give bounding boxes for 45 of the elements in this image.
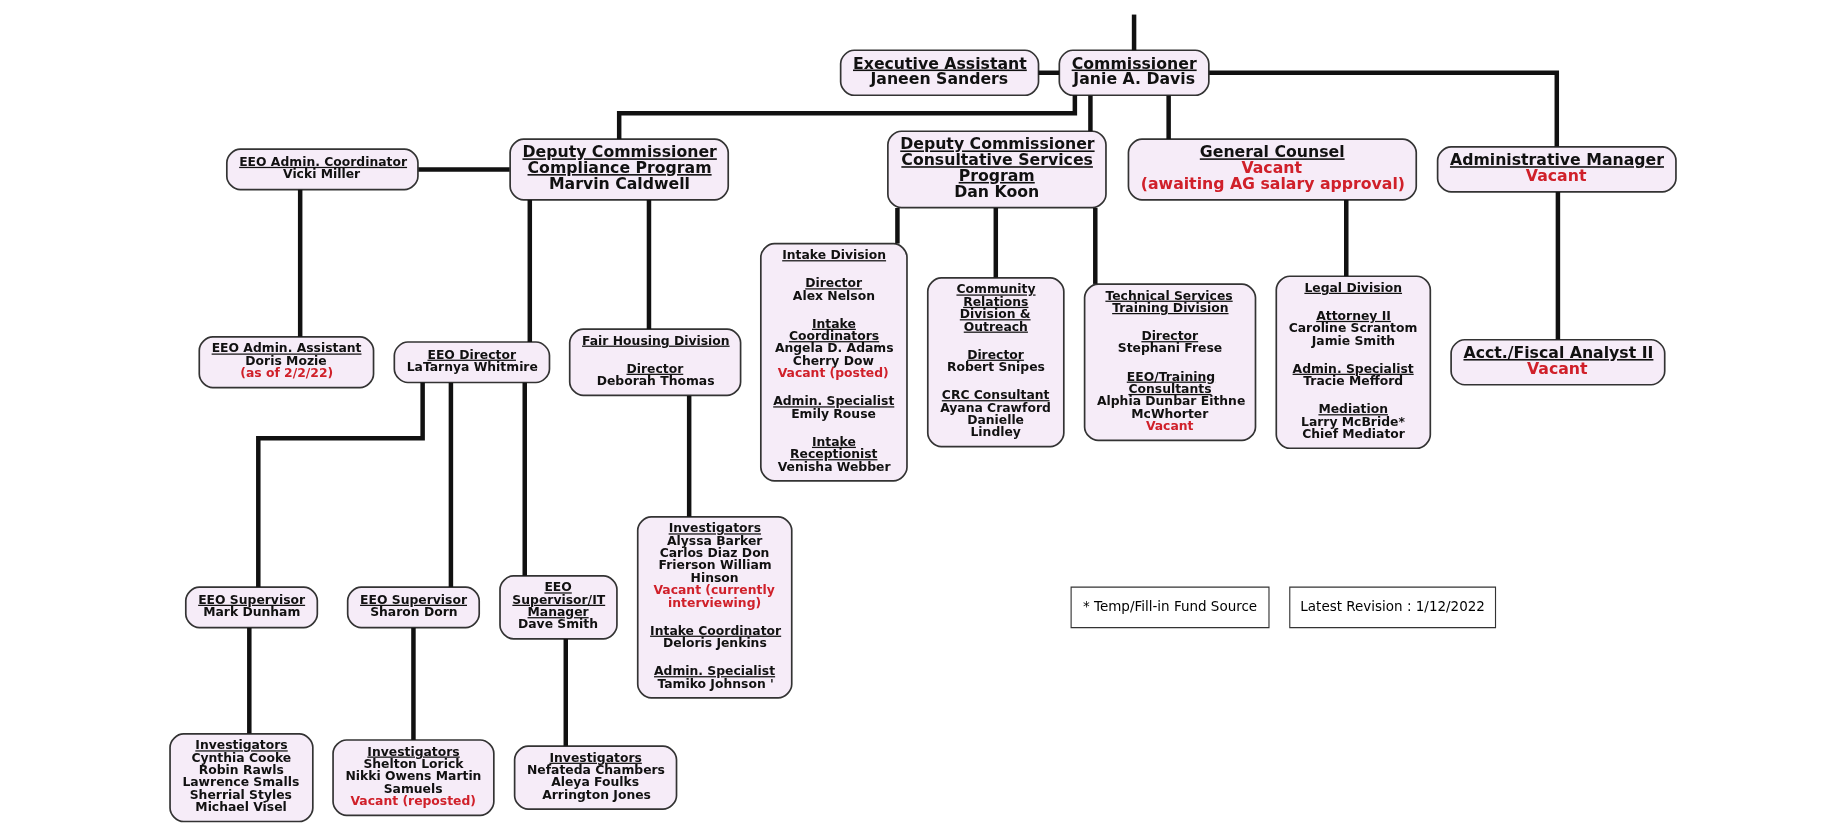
node-box: Deputy Commissioner Compliance Program Marvin Caldwell (508, 137, 729, 201)
connector (297, 189, 302, 337)
node-box: Community Relations Division & Outreach Director Robert Snipes CRC Consultant Ayana Crawford Danielle Lindley (926, 276, 1065, 447)
node-box: Investigators Alyssa Barker Carlos Diaz Don Frierson William Hinson Vacant (currently interviewing) Intake Coordinator Deloris Jenkins Admin. Specialist Tamiko Johnson ' (636, 515, 793, 699)
node-box: EEO Admin. Assistant Doris Mozie (as of 2/2/22) (197, 335, 374, 388)
connector (993, 207, 998, 278)
connector (1165, 95, 1171, 139)
connector (1087, 95, 1093, 131)
node-box: Investigators Cynthia Cooke Robin Rawls Lawrence Smalls Sherrial Styles Michael Visel (168, 732, 314, 822)
connector (255, 382, 425, 587)
node-box: EEO Admin. Coordinator Vicki Miller (225, 147, 419, 191)
connector (417, 166, 510, 172)
connector (246, 627, 252, 733)
label: Latest Revision : 1/12/2022 (1299, 597, 1485, 614)
node-box: Commissioner Janie A. Davis (1057, 48, 1210, 96)
node-box: Executive Assistant Janeen Sanders (839, 48, 1039, 96)
node-box: Administrative Manager Vacant (1436, 145, 1677, 193)
connector (1208, 70, 1559, 147)
connector (1092, 207, 1098, 284)
node-box: Fair Housing Division Director Deborah Thomas (568, 327, 741, 396)
connector (448, 382, 453, 587)
connector (1038, 70, 1059, 75)
connector (1343, 199, 1348, 276)
node-box: EEO Supervisor Mark Dunham (184, 585, 318, 628)
connector (1555, 191, 1560, 340)
connector (410, 627, 416, 740)
connector (686, 395, 691, 517)
node-box: General Counsel Vacant (awaiting AG salary approval) (1127, 137, 1417, 201)
node-box: Deputy Commissioner Consultative Services Program Dan Koon (886, 129, 1107, 208)
node-box: Investigators Nefateda Chambers Aleya Foulks Arrington Jones (513, 744, 677, 810)
connector (527, 199, 532, 342)
connector (646, 199, 651, 329)
label: * Temp/Fill-in Fund Source (1082, 597, 1257, 614)
connector (563, 638, 568, 746)
connector (894, 207, 900, 244)
node-box: Legal Division Attorney II Caroline Scrantom Jamie Smith Admin. Specialist Tracie Mefford Mediation Larry McBride* Chief Mediator (1274, 274, 1431, 449)
node-box: EEO Director LaTarnya Whitmire (393, 340, 550, 383)
node-box: Acct./Fiscal Analyst II Vacant (1449, 338, 1666, 386)
connector (522, 382, 527, 576)
node-box: EEO Supervisor Sharon Dorn (346, 585, 480, 628)
node-box: EEO Supervisor/IT Manager Dave Smith (498, 574, 618, 640)
node-box: Technical Services Training Division Director Stephani Frese EEO/Training Consultants Alphia Dunbar Eithne McWhorter Vacant (1083, 282, 1256, 441)
connector (1131, 14, 1136, 50)
node-box: Intake Division Director Alex Nelson Intake Coordinators Angela D. Adams Cherry Dow Vacant (posted) Admin. Specialist Emily Rouse Intake Receptionist Venisha Webber (759, 242, 908, 482)
node-box: Investigators Shelton Lorick Nikki Owens Martin Samuels Vacant (reposted) (331, 738, 495, 816)
